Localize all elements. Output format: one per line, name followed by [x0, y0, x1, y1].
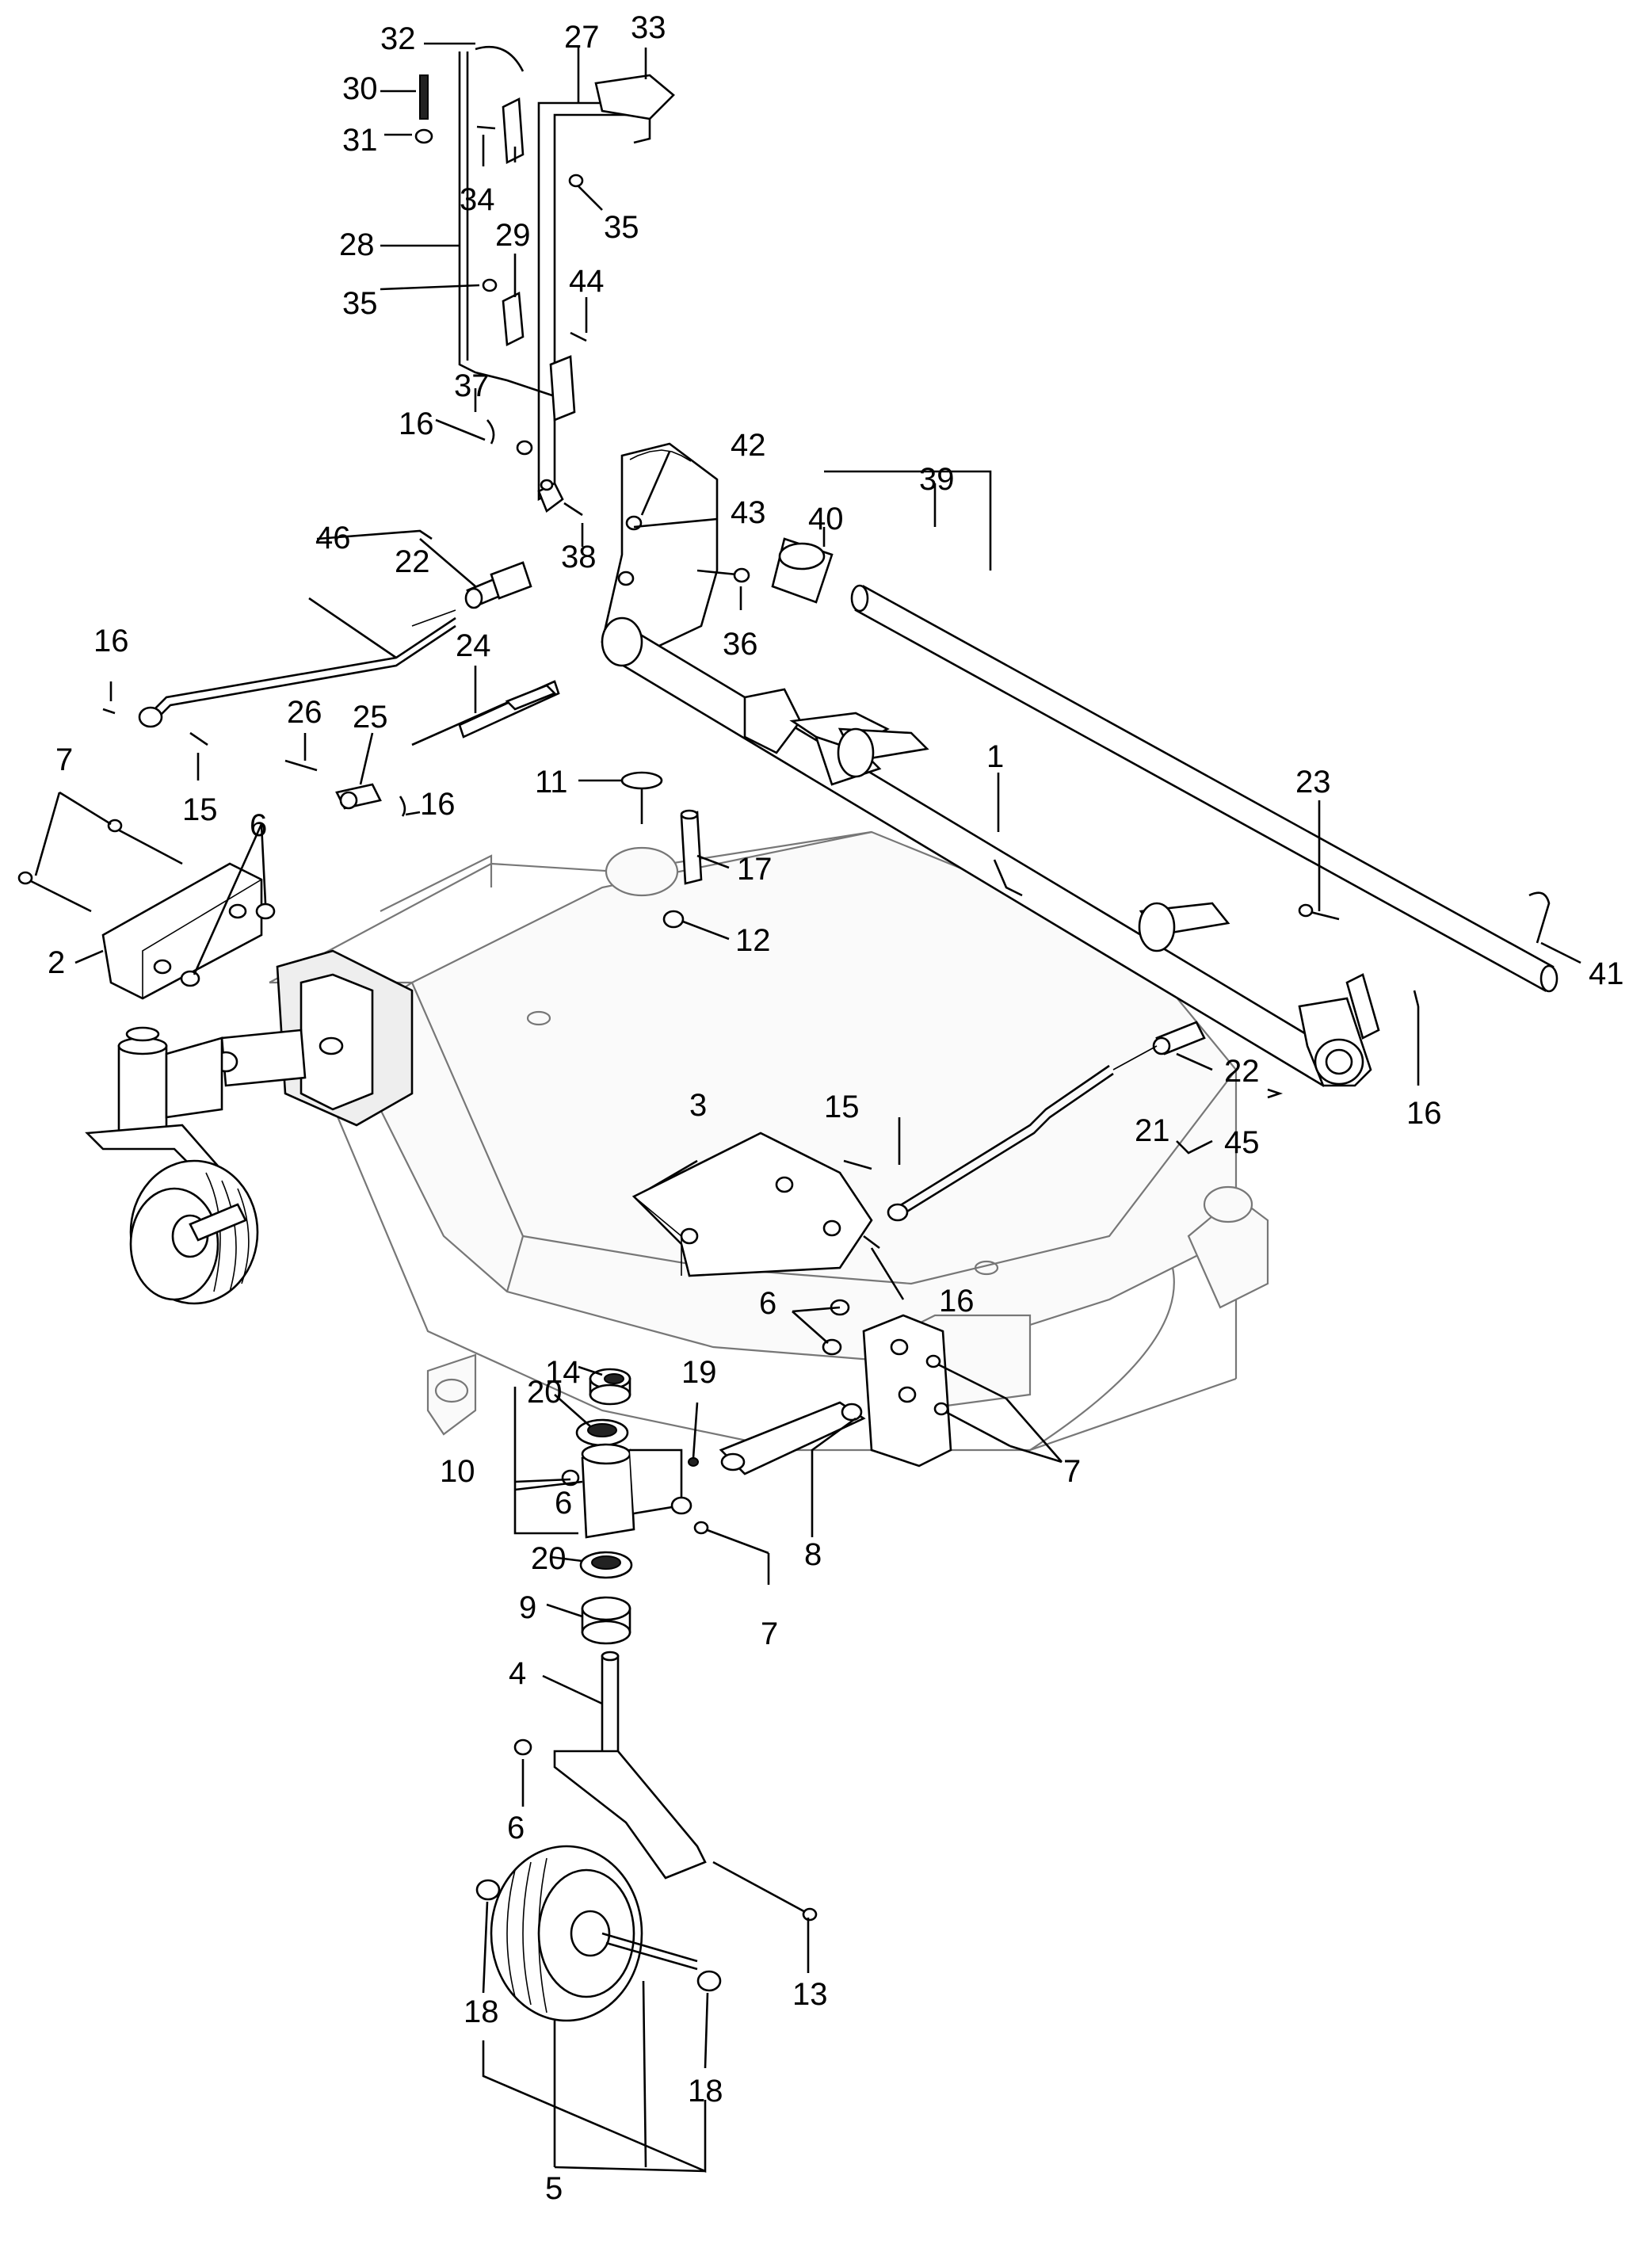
part-39-40-shaft-sleeve [771, 537, 1559, 993]
callout-28: 28 [339, 227, 375, 262]
callout-44: 44 [569, 264, 605, 299]
callout-36: 36 [723, 627, 758, 662]
callout-labels: 32 27 33 30 31 34 29 35 28 44 35 37 16 4… [48, 10, 1624, 2206]
callout-40: 40 [808, 502, 844, 536]
callout-45: 45 [1224, 1125, 1260, 1160]
right-caster-exploded [475, 1368, 818, 2022]
part-6-nuts-left [180, 903, 276, 987]
callout-30: 30 [342, 71, 378, 106]
part-1-lift-shaft [601, 616, 1380, 1087]
lift-lever-assembly [414, 45, 675, 517]
callout-35: 35 [604, 210, 639, 245]
callout-16: 16 [1406, 1096, 1442, 1131]
callout-37: 37 [454, 368, 490, 403]
callout-16: 16 [420, 787, 456, 822]
callout-18: 18 [688, 2074, 723, 2109]
callout-26: 26 [287, 695, 322, 730]
callout-6: 6 [759, 1286, 776, 1321]
callout-20: 20 [531, 1541, 567, 1576]
callout-8: 8 [804, 1537, 822, 1572]
callout-2: 2 [48, 945, 65, 980]
callout-15: 15 [824, 1090, 860, 1124]
parts-11-17-12 [620, 771, 703, 929]
callout-29: 29 [495, 218, 531, 253]
part-46-left-lift-rod [102, 561, 532, 746]
callout-32: 32 [380, 21, 416, 56]
callout-7: 7 [55, 742, 73, 777]
callout-7: 7 [1063, 1454, 1081, 1489]
callout-15: 15 [182, 792, 218, 827]
callout-7: 7 [761, 1616, 778, 1651]
callout-19: 19 [681, 1355, 717, 1390]
deck-left-hanger [213, 949, 414, 1127]
callout-5: 5 [545, 2171, 563, 2206]
callout-18: 18 [464, 1994, 499, 2029]
callout-21: 21 [1135, 1113, 1170, 1148]
callout-12: 12 [735, 923, 771, 958]
callout-13: 13 [792, 1977, 828, 2012]
callout-14: 14 [545, 1355, 581, 1390]
callout-22: 22 [395, 544, 430, 579]
callout-6: 6 [507, 1811, 525, 1845]
left-caster-wheel [85, 1026, 259, 1305]
callout-11: 11 [535, 765, 568, 800]
callout-33: 33 [631, 10, 666, 45]
callout-25: 25 [353, 700, 388, 735]
callout-10: 10 [440, 1454, 475, 1489]
part-8-link [719, 1401, 866, 1475]
callout-39: 39 [919, 462, 955, 497]
callout-17: 17 [737, 852, 773, 887]
leader-lines [34, 42, 1581, 2173]
part-21-right-lift-rod [887, 1021, 1206, 1222]
callout-31: 31 [342, 123, 378, 158]
callout-20: 20 [527, 1375, 563, 1410]
callout-6: 6 [250, 808, 267, 843]
callout-6: 6 [555, 1486, 572, 1521]
callout-16: 16 [399, 406, 434, 441]
callout-46: 46 [315, 521, 351, 555]
callout-23: 23 [1295, 765, 1331, 800]
callout-9: 9 [519, 1590, 536, 1625]
parts-41-23-16-right [1298, 891, 1551, 1007]
part-3-rear-bracket [631, 1132, 880, 1277]
part-7-bolts-left [17, 819, 183, 913]
callout-16: 16 [93, 624, 129, 658]
callout-24: 24 [456, 628, 491, 663]
part-24-25-26-turnbuckle [284, 680, 560, 817]
callout-4: 4 [509, 1656, 526, 1691]
deck-right-hanger [822, 1299, 1011, 1467]
callout-35: 35 [342, 286, 378, 321]
callout-34: 34 [460, 182, 495, 217]
callout-3: 3 [689, 1088, 707, 1123]
part-42-43-lift-mount [601, 442, 750, 659]
callout-27: 27 [564, 20, 600, 55]
callout-42: 42 [731, 428, 766, 463]
callout-22: 22 [1224, 1054, 1260, 1089]
callout-16: 16 [939, 1284, 975, 1319]
callout-43: 43 [731, 495, 766, 530]
callout-38: 38 [561, 540, 597, 574]
part-2-front-bracket [101, 862, 263, 1000]
callout-41: 41 [1589, 956, 1624, 991]
callout-1: 1 [986, 739, 1004, 774]
